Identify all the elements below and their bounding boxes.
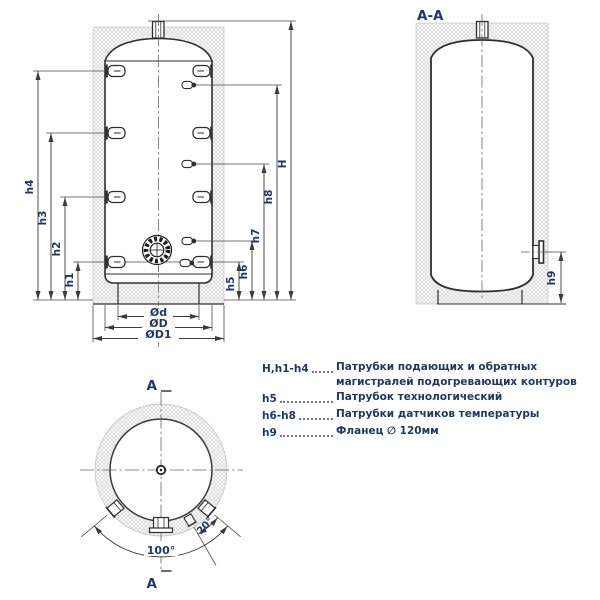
section-title: A-A xyxy=(417,8,444,24)
top-center-dot xyxy=(159,468,163,472)
top-nozzle-left-50deg xyxy=(105,499,125,519)
dim-label-diameter-d: Ød xyxy=(150,306,167,319)
front-dimension-lines xyxy=(35,21,294,300)
legend-leader xyxy=(279,424,333,437)
arc-20deg xyxy=(197,517,219,535)
dim-label-h9: h9 xyxy=(546,271,558,286)
legend-key: h6-h8 xyxy=(262,410,296,422)
dim-label-h2: h2 xyxy=(51,242,63,257)
dim-label-h4: h4 xyxy=(24,180,36,195)
legend-text: Патрубок технологический xyxy=(336,391,503,403)
nozzle-sensor xyxy=(179,258,195,268)
label-mask xyxy=(144,306,173,319)
legend-key: h9 xyxy=(262,427,277,439)
flange-120mm xyxy=(521,240,553,264)
dim-label-h3: h3 xyxy=(37,211,49,226)
dim-label-h5: h5 xyxy=(225,277,237,292)
dim-label-h1: h1 xyxy=(64,273,76,288)
label-mask xyxy=(142,317,175,330)
nozzle-supply xyxy=(105,64,126,78)
dim-label-H: H xyxy=(277,160,289,169)
legend-leader xyxy=(298,407,333,420)
front-view: h4 h3 h2 h1 h5 h6 h7 h8 H Ød ØD ØD1 xyxy=(24,14,296,347)
top-view: 100° 20° A A xyxy=(80,378,243,592)
nozzle-sensor xyxy=(181,236,197,246)
dim-label-h7: h7 xyxy=(250,229,262,244)
legend-row: h5 Патрубок технологический xyxy=(262,390,594,406)
dim-label-diameter-D: ØD xyxy=(149,317,167,330)
legend-row: H,h1-h4 Патрубки подающих и обратных маг… xyxy=(262,360,594,389)
shell-flange xyxy=(141,234,173,266)
legend: H,h1-h4 Патрубки подающих и обратных маг… xyxy=(262,360,594,441)
nozzle-supply xyxy=(192,255,213,269)
label-mask xyxy=(144,543,178,556)
top-nozzle-sensor-20deg xyxy=(183,513,197,528)
section-view: A-A h9 xyxy=(415,8,566,305)
section-mark-bottom: A xyxy=(147,576,158,592)
dim-label-h6: h6 xyxy=(238,265,250,280)
legend-text: Фланец ∅ 120мм xyxy=(336,425,439,437)
legend-text: Патрубки датчиков температуры xyxy=(336,408,540,420)
label-mask xyxy=(138,328,179,341)
nozzle-supply xyxy=(105,255,126,269)
nozzle-supply xyxy=(105,126,126,140)
nozzle-supply xyxy=(105,190,126,204)
legend-key: h5 xyxy=(262,393,277,405)
dim-label-h8: h8 xyxy=(263,190,275,205)
legend-leader xyxy=(279,390,333,403)
nozzle-supply xyxy=(192,190,213,204)
arc-100deg xyxy=(94,525,228,558)
nozzle-sensor xyxy=(181,80,197,90)
nozzle-sensor xyxy=(181,159,197,169)
nozzle-supply xyxy=(192,64,213,78)
legend-text: Патрубки подающих и обратных магистралей… xyxy=(336,361,577,388)
angle-label-100: 100° xyxy=(147,544,175,557)
dim-label-diameter-D1: ØD1 xyxy=(145,328,171,341)
section-mark-top: A xyxy=(147,378,158,394)
nozzles-right xyxy=(192,64,213,269)
legend-row: h9 Фланец ∅ 120мм xyxy=(262,424,594,440)
nozzle-supply xyxy=(192,126,213,140)
legend-row: h6-h8 Патрубки датчиков температуры xyxy=(262,407,594,423)
sensor-nozzles xyxy=(179,80,197,268)
legend-key: H,h1-h4 xyxy=(262,363,309,375)
legend-leader xyxy=(311,360,333,373)
nozzles-left xyxy=(105,64,126,269)
top-nozzle-bottom xyxy=(148,516,174,534)
top-nozzle-right-50deg xyxy=(197,499,217,519)
front-extension-lines xyxy=(33,20,296,301)
